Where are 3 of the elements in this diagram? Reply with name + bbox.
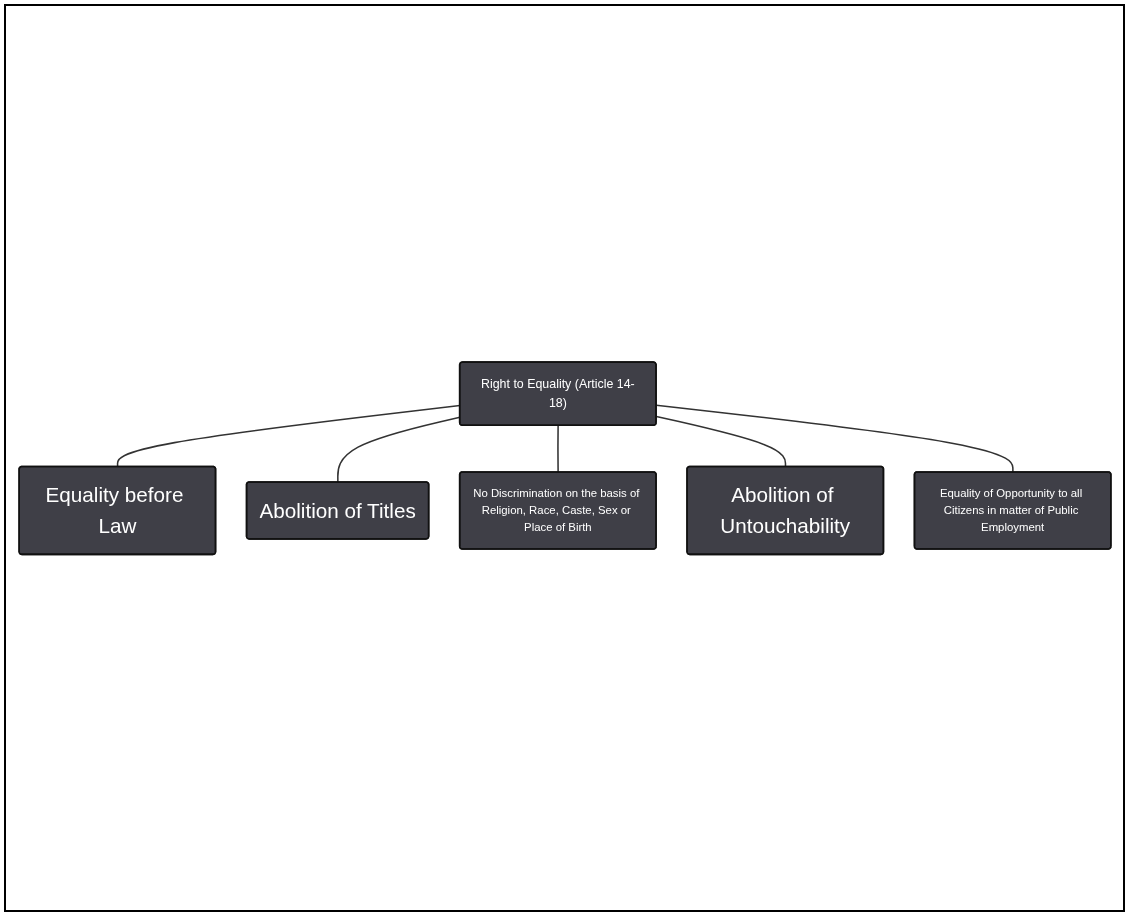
- connector: [556, 424, 559, 473]
- connector: [655, 404, 1014, 473]
- connector: [655, 415, 786, 468]
